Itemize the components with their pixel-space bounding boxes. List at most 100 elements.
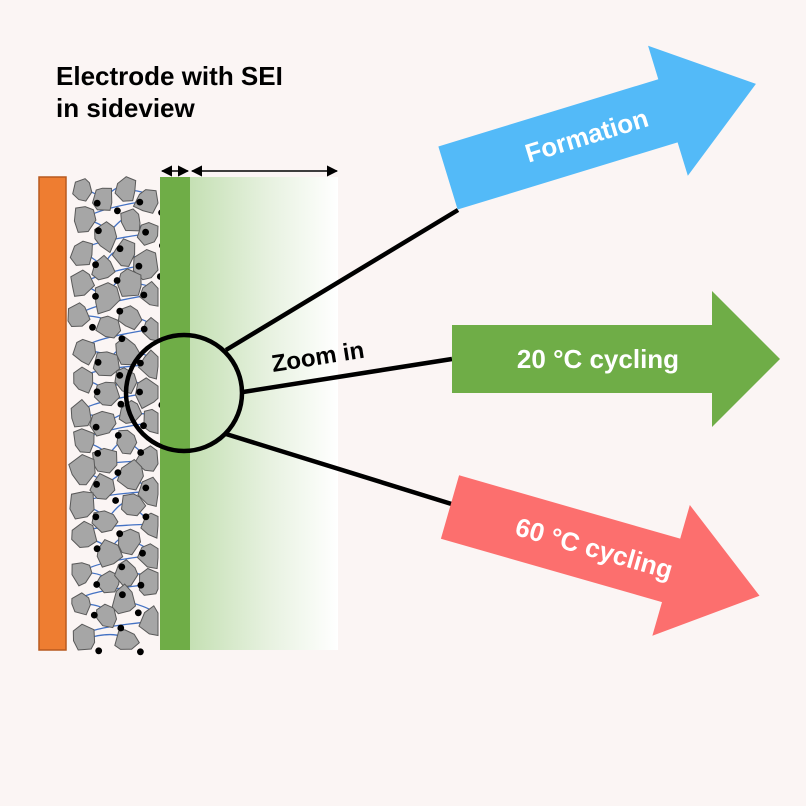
carbon-additive-dot <box>112 497 119 504</box>
active-particle <box>89 410 117 437</box>
sei-layer <box>160 177 190 650</box>
active-particle <box>71 592 91 616</box>
carbon-additive-dot <box>93 581 101 588</box>
active-particle <box>132 248 159 281</box>
zoom-line-bottom <box>225 431 459 509</box>
active-particle <box>136 543 159 570</box>
active-particle <box>71 562 93 587</box>
carbon-additive-dot <box>118 563 126 571</box>
zoom-line-middle <box>242 356 453 395</box>
active-particle <box>143 408 159 435</box>
carbon-additive-dot <box>95 647 103 655</box>
active-particle <box>94 221 118 254</box>
carbon-additive-dot <box>134 609 142 617</box>
active-particle <box>68 454 96 486</box>
carbon-additive-dot <box>93 199 101 207</box>
electrode-particles <box>67 176 172 656</box>
active-particle <box>138 605 159 637</box>
carbon-additive-dot <box>116 307 124 315</box>
carbon-additive-dot <box>140 422 147 430</box>
carbon-additive-dot <box>139 549 146 557</box>
carbon-additive-dot <box>89 323 96 331</box>
zoom-circle <box>123 332 245 454</box>
active-particle <box>70 269 96 297</box>
active-particle <box>91 254 116 281</box>
carbon-additive-dot <box>94 358 102 366</box>
carbon-additive-dot <box>92 261 99 269</box>
carbon-additive-dot <box>140 325 148 333</box>
active-particle <box>67 302 91 328</box>
active-particle <box>94 282 121 315</box>
title-line-1: Electrode with SEI <box>56 61 283 91</box>
active-particle <box>117 528 142 556</box>
carbon-additive-dot <box>94 450 102 457</box>
carbon-additive-dot <box>93 388 101 396</box>
carbon-additive-dot <box>142 484 150 492</box>
carbon-additive-dot <box>116 530 124 538</box>
active-particle <box>96 538 124 568</box>
carbon-additive-dot <box>114 432 122 439</box>
active-particle <box>73 366 94 394</box>
active-particle <box>120 493 147 517</box>
active-particle <box>138 567 159 596</box>
active-particle <box>72 623 96 651</box>
active-particle <box>95 315 122 339</box>
carbon-additive-dot <box>116 245 124 253</box>
carbon-additive-dot <box>136 198 144 206</box>
active-particle <box>72 338 97 366</box>
carbon-additive-dot <box>135 262 143 270</box>
carbon-additive-dot <box>93 545 101 553</box>
cycling-20-arrow-shape <box>452 291 780 427</box>
current-collector <box>38 176 67 651</box>
cycling-20-arrow-label: 20 °C cycling <box>517 344 679 374</box>
carbon-additive-dot <box>137 449 145 456</box>
active-particle <box>111 238 136 268</box>
active-particle <box>111 583 137 615</box>
carbon-additive-dot <box>92 423 100 431</box>
electrolyte-gradient-region <box>190 177 338 650</box>
active-particle <box>114 629 140 650</box>
active-particle <box>114 176 137 202</box>
carbon-additive-dot <box>93 480 100 488</box>
carbon-additive-dot <box>136 388 144 396</box>
formation-arrow: Formation <box>438 45 756 210</box>
active-particle <box>89 472 116 500</box>
carbon-additive-dot <box>117 400 125 408</box>
cycling-20-arrow: 20 °C cycling <box>452 291 780 427</box>
carbon-additive-dot <box>119 591 126 599</box>
carbon-additive-dot <box>114 469 122 476</box>
carbon-additive-dot <box>117 624 125 632</box>
active-particle <box>73 428 95 454</box>
formation-arrow-shape <box>438 45 756 210</box>
carbon-additive-dot <box>116 372 124 379</box>
carbon-additive-dot <box>118 335 126 343</box>
carbon-additive-dot <box>90 611 98 619</box>
cycling-60-arrow-shape <box>440 475 760 636</box>
active-particle <box>134 377 159 410</box>
carbon-additive-dot <box>140 291 148 299</box>
active-particle <box>73 206 97 233</box>
carbon-additive-dot <box>142 513 150 521</box>
active-particle <box>71 520 98 549</box>
active-particle <box>120 208 141 232</box>
cycling-60-arrow: 60 °C cycling <box>440 475 760 636</box>
carbon-additive-dot <box>113 277 121 284</box>
carbon-additive-dot <box>92 292 99 300</box>
active-particle <box>134 445 159 472</box>
active-particle <box>70 398 92 428</box>
active-particle <box>115 336 141 366</box>
active-particle <box>139 280 159 307</box>
active-particle <box>117 305 143 331</box>
carbon-additive-dot <box>95 227 102 235</box>
active-particle <box>69 240 93 266</box>
zoom-line-top <box>224 208 460 352</box>
active-particle <box>72 178 93 202</box>
carbon-additive-dot <box>137 648 144 656</box>
active-particle <box>91 187 113 211</box>
active-particle <box>69 491 95 520</box>
active-particle <box>137 476 159 508</box>
carbon-additive-dot <box>137 581 145 589</box>
carbon-additive-dot <box>142 228 150 236</box>
